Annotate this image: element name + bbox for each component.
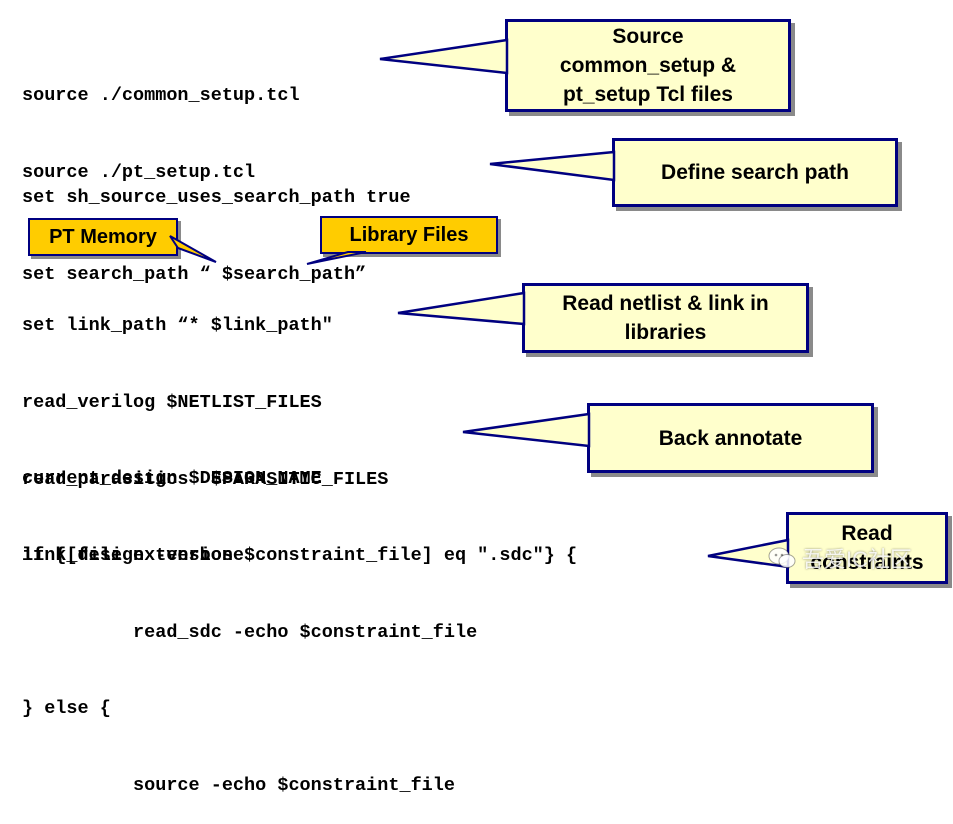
code-line: read_parasitics $PARASITIC_FILES [22,469,389,490]
code-line: source ./common_setup.tcl [22,85,300,106]
callout-read-netlist: Read netlist & link in libraries [522,283,809,353]
callout-text: libraries [624,321,707,344]
code-line: source ./pt_setup.tcl [22,161,256,183]
code-line: link_design -verbose [22,544,245,566]
code-block-parasitics: read_parasitics $PARASITIC_FILES [22,416,388,518]
tag-text: PT Memory [49,225,157,248]
watermark-text: 吾爱IC社区 [802,547,913,572]
callout-text: Read netlist & link in [562,292,769,315]
watermark: 吾爱IC社区 [768,542,912,574]
callout-source-files: Source common_setup & pt_setup Tcl files [505,19,791,112]
pointer-read-netlist [397,291,526,326]
code-block-search-path: set sh_source_uses_search_path true set … [22,134,411,313]
code-line: set search_path “ $search_path” [22,263,367,285]
code-block-link: set link_path “* $link_path" read_verilo… [22,262,333,594]
code-line: set link_path “* $link_path" [22,315,333,336]
callout-back-annotate: Back annotate [587,403,874,473]
code-line: read_sdc -echo $constraint_file [22,621,478,643]
callout-text: common_setup & [559,54,737,77]
callout-text: Define search path [661,161,849,184]
callout-text: Read [841,522,893,545]
code-line: } else { [22,698,111,719]
callout-text: pt_setup Tcl files [563,83,733,106]
pointer-source [379,38,509,75]
wechat-icon [768,547,796,568]
code-line: if {[file extension $constraint_file] eq… [22,545,578,566]
pointer-back-annotate [462,412,591,448]
code-line: current_design $DESIGN_NAME [22,468,322,489]
callout-text: Back annotate [658,426,803,450]
callout-text: Source [612,25,684,48]
code-line: set sh_source_uses_search_path true [22,187,411,208]
tag-text: Library Files [349,223,469,246]
tag-pt-memory: PT Memory [28,218,178,256]
code-block-source: source ./common_setup.tcl source ./pt_se… [22,32,300,211]
code-line: read_verilog $NETLIST_FILES [22,391,322,413]
tag-library-files: Library Files [320,216,498,254]
code-block-constraints: if {[file extension $constraint_file] eq… [22,492,577,824]
code-line: source -echo $constraint_file [22,774,455,796]
pointer-search-path [489,150,616,182]
callout-define-search-path: Define search path [612,138,898,207]
callout-read-constraints: Read constraints [786,512,948,584]
callout-text: constraints [810,551,924,574]
